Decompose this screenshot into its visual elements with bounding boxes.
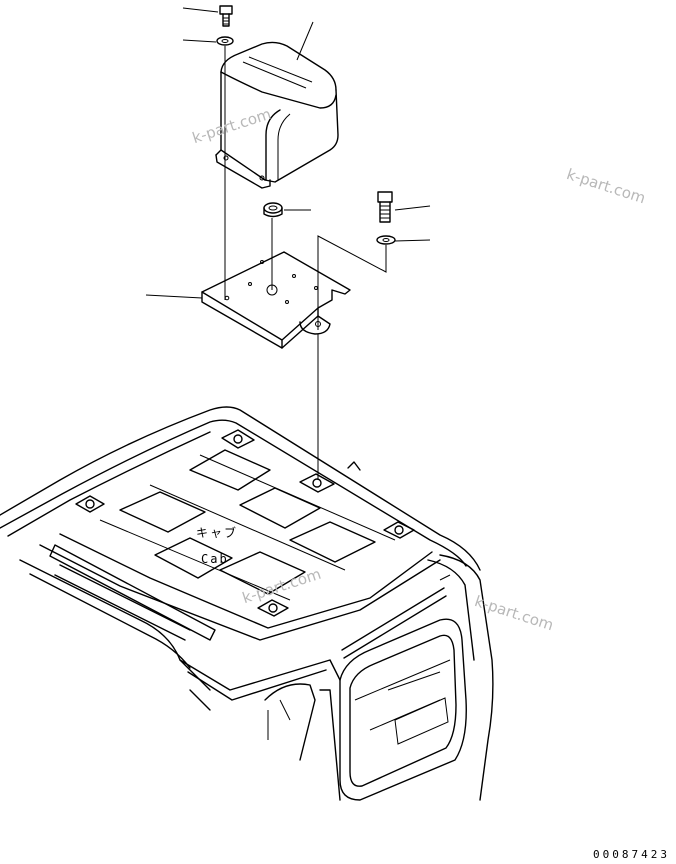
- large-bolt: [377, 191, 393, 223]
- small-bolt: [219, 5, 233, 27]
- cab-label-english: Cab: [201, 552, 229, 566]
- nut: [263, 202, 283, 218]
- mount-pads: [75, 429, 415, 617]
- drawing-code: 00087423: [593, 848, 670, 861]
- small-washer: [216, 36, 234, 46]
- cab-label-japanese: キャブ: [196, 526, 239, 540]
- large-washer: [376, 235, 396, 245]
- cover-part: [215, 41, 339, 189]
- bracket-plate: [201, 251, 351, 349]
- center-line-right: [317, 235, 387, 330]
- cab-roof: [0, 406, 494, 801]
- leader-lines: [145, 7, 431, 299]
